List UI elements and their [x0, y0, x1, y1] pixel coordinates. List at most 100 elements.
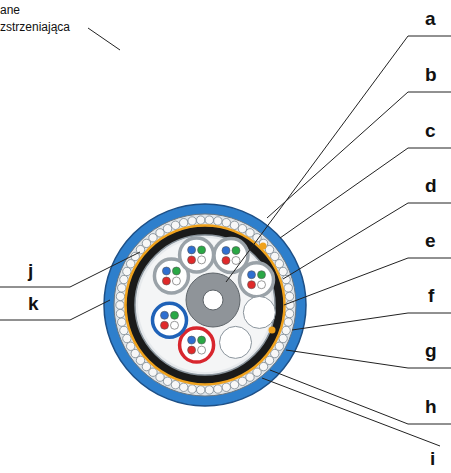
core-wrap — [135, 235, 275, 375]
fibre — [162, 277, 170, 285]
leader-line — [88, 28, 120, 50]
callout-letter: j — [28, 260, 33, 282]
armour-wire — [271, 252, 279, 260]
armour-wire — [284, 284, 292, 292]
fibre — [170, 311, 178, 319]
fibre — [198, 336, 206, 344]
filler — [243, 296, 275, 328]
tube — [240, 263, 274, 297]
leader-lines — [0, 28, 451, 446]
armour-wire — [285, 309, 293, 317]
armour-wire — [126, 260, 134, 268]
armour-wire — [116, 309, 124, 317]
fibre — [198, 246, 206, 254]
fibre — [232, 256, 240, 264]
central-core — [203, 290, 223, 310]
callout-letter: g — [425, 340, 437, 362]
armour-wire — [205, 216, 213, 224]
armour-wire — [171, 221, 179, 229]
fibre — [198, 346, 206, 354]
tube — [180, 238, 214, 272]
fibre — [160, 311, 168, 319]
armour-wire — [285, 292, 293, 300]
armour-wires — [116, 216, 294, 394]
armour-wire — [156, 229, 164, 237]
callout-letter: b — [425, 64, 437, 86]
armour-wire — [230, 381, 238, 389]
leader-line — [284, 258, 451, 305]
tube — [180, 328, 214, 362]
armour-wire — [275, 260, 283, 268]
leader-line — [262, 378, 440, 446]
fibre — [248, 281, 256, 289]
armour-wire — [163, 377, 171, 385]
armour-wire — [126, 342, 134, 350]
armour-wire — [116, 301, 124, 309]
callout-letter: f — [428, 285, 434, 307]
armour-wire — [123, 267, 131, 275]
leader-line — [280, 148, 451, 238]
fibre — [248, 271, 256, 279]
armour-wire — [120, 326, 128, 334]
loose-tubes — [152, 238, 275, 362]
central-member — [186, 273, 240, 327]
callout-letter: h — [425, 396, 437, 418]
leader-line — [0, 252, 140, 287]
armour-wire — [116, 292, 124, 300]
armour-wire — [120, 275, 128, 283]
fibre — [188, 246, 196, 254]
armour-wire — [282, 326, 290, 334]
armour-wire — [214, 385, 222, 393]
ripcord — [260, 243, 267, 250]
armour-wire — [118, 318, 126, 326]
fibre — [162, 267, 170, 275]
tape — [126, 226, 285, 385]
armour-wire — [179, 383, 187, 391]
armour-wire — [246, 373, 254, 381]
armour-wire — [196, 386, 204, 394]
armour-wire — [123, 334, 131, 342]
filler — [220, 326, 252, 358]
leader-line — [0, 300, 110, 320]
callout-letter: d — [425, 175, 437, 197]
leader-line — [267, 92, 451, 218]
armour-wire — [188, 385, 196, 393]
callout-letter: k — [28, 293, 39, 315]
fibre — [170, 321, 178, 329]
callout-letter: e — [425, 230, 436, 252]
armour-wire — [284, 318, 292, 326]
callout-letter: c — [425, 120, 436, 142]
armour-wire — [275, 342, 283, 350]
armour-wire — [179, 219, 187, 227]
armour-wire — [171, 381, 179, 389]
leader-line — [226, 36, 451, 282]
armour-wire — [163, 224, 171, 232]
fibre — [188, 336, 196, 344]
inner-sheath — [126, 226, 284, 384]
ripcord — [269, 327, 276, 334]
caption-text: zstrzeniająca — [0, 20, 70, 34]
armour-wire — [188, 217, 196, 225]
outer-jacket — [104, 204, 306, 406]
fibre — [172, 277, 180, 285]
leader-line — [283, 203, 451, 279]
armour-wire — [131, 349, 139, 357]
armour-wire — [222, 219, 230, 227]
callout-letter: a — [425, 8, 436, 30]
armour-wire — [238, 377, 246, 385]
armour-wire — [222, 383, 230, 391]
armour-wire — [205, 386, 213, 394]
armour-wire — [196, 216, 204, 224]
tube — [152, 303, 186, 337]
fibre — [172, 267, 180, 275]
fibre — [188, 256, 196, 264]
fibre — [188, 346, 196, 354]
fibre — [258, 281, 266, 289]
fibre — [232, 246, 240, 254]
armour-bed — [114, 214, 296, 396]
fibre — [198, 256, 206, 264]
armour-wire — [214, 217, 222, 225]
callout-letter: i — [430, 448, 435, 470]
